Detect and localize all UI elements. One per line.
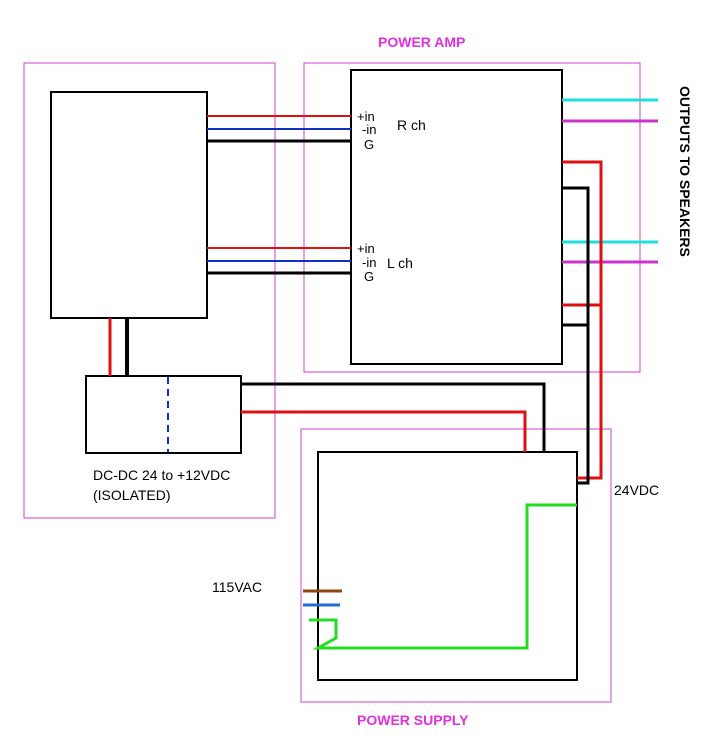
power-supply-box — [317, 451, 578, 681]
r-ch-name: R ch — [397, 117, 426, 133]
dc-dc-isolated-label: (ISOLATED) — [93, 487, 171, 503]
dc-dc-converter-label: DC-DC 24 to +12VDC — [93, 467, 230, 483]
power-supply-title: POWER SUPPLY — [357, 712, 469, 728]
source-group-outline — [23, 62, 276, 519]
l-ch-name: L ch — [387, 255, 413, 271]
r-ch-ground-label: G — [364, 137, 374, 152]
outputs-label: OUTPUTS TO SPEAKERS — [677, 86, 693, 257]
supply-voltage-label: 24VDC — [614, 482, 659, 498]
power-amp-title: POWER AMP — [378, 34, 465, 50]
power-amp-group-outline — [303, 62, 641, 373]
mains-voltage-label: 115VAC — [212, 579, 262, 595]
dc-dc-converter-box — [85, 375, 242, 454]
power-amp-box — [350, 69, 563, 365]
dcdc-input-positive-wire — [241, 410, 527, 452]
source-device-box — [50, 91, 208, 319]
amp-supply-positive-wire — [562, 160, 603, 480]
power-supply-group-outline — [300, 428, 612, 703]
l-ch-minus-label: -in — [362, 255, 376, 270]
r-ch-minus-label: -in — [362, 122, 376, 137]
r-ch-plus-label: +in — [357, 109, 375, 124]
mains-green-wire — [309, 503, 577, 650]
l-ch-plus-label: +in — [357, 241, 375, 256]
amp-supply-ground-wire — [562, 186, 590, 485]
dcdc-input-ground-wire — [241, 382, 546, 452]
l-ch-ground-label: G — [364, 269, 374, 284]
